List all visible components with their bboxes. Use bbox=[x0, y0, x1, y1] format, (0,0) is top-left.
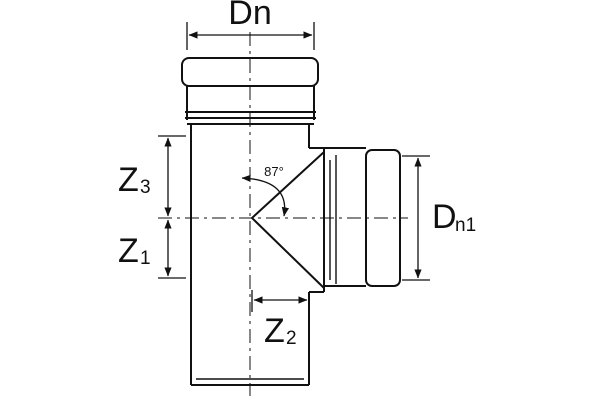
angle-label: 87° bbox=[264, 164, 284, 179]
svg-text:Z: Z bbox=[118, 161, 139, 199]
dn-label: Dn bbox=[228, 0, 271, 32]
branch-cone bbox=[250, 151, 325, 289]
z2-label: Z 2 bbox=[264, 312, 297, 350]
svg-text:n1: n1 bbox=[455, 215, 476, 236]
svg-text:3: 3 bbox=[140, 177, 151, 198]
svg-text:2: 2 bbox=[286, 328, 297, 349]
svg-text:D: D bbox=[432, 198, 457, 236]
dn1-label: D n1 bbox=[432, 198, 476, 236]
svg-text:Z: Z bbox=[264, 312, 285, 350]
svg-text:Z: Z bbox=[118, 232, 139, 270]
z1-label: Z 1 bbox=[118, 232, 151, 270]
dimensions bbox=[158, 22, 430, 312]
z3-label: Z 3 bbox=[118, 161, 151, 199]
angle-arc bbox=[241, 174, 290, 217]
svg-text:1: 1 bbox=[140, 248, 151, 269]
